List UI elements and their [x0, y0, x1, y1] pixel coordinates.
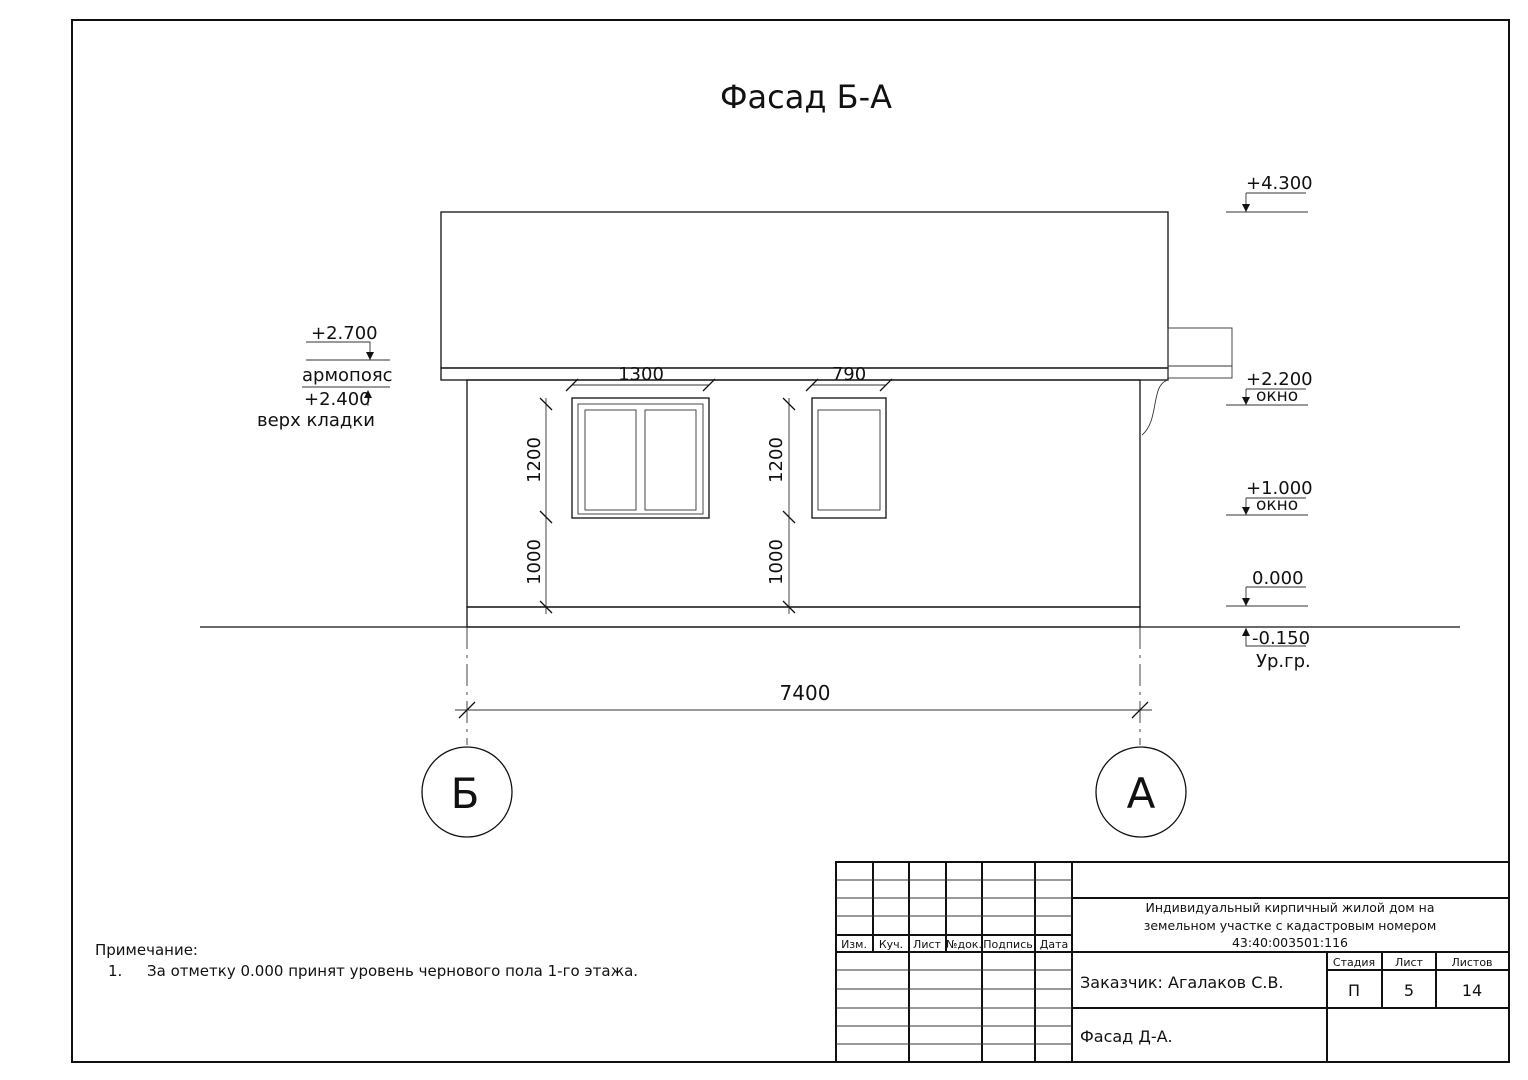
svg-text:Лист: Лист: [913, 938, 941, 951]
window-dimensions: 1300 790 1200 1000 1200 1000: [524, 364, 893, 614]
svg-text:1200: 1200: [524, 437, 545, 483]
drawing-title: Фасад Б-А: [720, 78, 892, 116]
sheet-frame: [71, 19, 1510, 1063]
svg-text:армопояс: армопояс: [302, 365, 393, 386]
svg-text:+1.000: +1.000: [1246, 478, 1313, 499]
overall-dimension: 7400: [780, 681, 831, 705]
svg-text:Куч.: Куч.: [879, 938, 903, 951]
svg-text:+2.700: +2.700: [311, 323, 378, 344]
svg-text:верх кладки: верх кладки: [257, 410, 375, 431]
axis-lines: 7400: [455, 627, 1152, 745]
note-text: За отметку 0.000 принят уровень черновог…: [147, 962, 638, 980]
title-block: Изм. Куч. Лист №док. Подпись Дата Индиви…: [835, 861, 1510, 1063]
svg-text:Ур.гр.: Ур.гр.: [1256, 651, 1311, 672]
svg-text:+2.200: +2.200: [1246, 369, 1313, 390]
svg-text:Б: Б: [451, 769, 480, 818]
svg-text:земельном участке с кадастровы: земельном участке с кадастровым номером: [1144, 918, 1437, 933]
svg-text:+4.300: +4.300: [1246, 173, 1313, 194]
svg-text:окно: окно: [1256, 495, 1298, 515]
svg-text:П: П: [1348, 981, 1360, 1000]
svg-text:А: А: [1127, 769, 1156, 818]
note-number: 1.: [108, 962, 122, 980]
axis-marker-a: А: [1095, 746, 1187, 838]
svg-text:Фасад Д-А.: Фасад Д-А.: [1080, 1027, 1173, 1046]
note-heading: Примечание:: [95, 941, 198, 959]
axis-marker-b: Б: [421, 746, 513, 838]
svg-text:5: 5: [1404, 981, 1414, 1000]
svg-text:Индивидуальный кирпичный жилой: Индивидуальный кирпичный жилой дом на: [1145, 900, 1434, 915]
level-marks-left: +2.700 армопояс +2.400 верх кладки: [257, 323, 393, 431]
svg-text:Изм.: Изм.: [841, 938, 867, 951]
svg-text:+2.400: +2.400: [304, 389, 371, 410]
plinth: [466, 606, 1141, 628]
svg-text:1200: 1200: [766, 437, 787, 483]
svg-text:Подпись: Подпись: [983, 938, 1032, 951]
svg-text:окно: окно: [1256, 386, 1298, 406]
svg-text:0.000: 0.000: [1252, 568, 1304, 589]
svg-text:Листов: Листов: [1451, 956, 1492, 969]
svg-text:1300: 1300: [618, 364, 664, 385]
svg-text:Дата: Дата: [1040, 938, 1068, 951]
window-single: [811, 397, 887, 519]
level-marks-right: +4.300 +2.200 окно +1.000 окно 0.000 -0.…: [1226, 173, 1313, 672]
window-double: [571, 397, 710, 519]
svg-text:790: 790: [832, 364, 866, 385]
svg-text:Стадия: Стадия: [1333, 956, 1375, 969]
brick-wall: [466, 379, 1141, 608]
svg-text:№док.: №док.: [946, 938, 982, 951]
svg-text:1000: 1000: [766, 539, 787, 585]
svg-text:Лист: Лист: [1395, 956, 1423, 969]
svg-text:43:40:003501:116: 43:40:003501:116: [1232, 935, 1348, 950]
roof: [440, 211, 1233, 436]
svg-text:14: 14: [1462, 981, 1482, 1000]
svg-text:1000: 1000: [524, 539, 545, 585]
svg-text:-0.150: -0.150: [1252, 628, 1310, 649]
svg-text:Заказчик: Агалаков С.В.: Заказчик: Агалаков С.В.: [1080, 973, 1284, 992]
